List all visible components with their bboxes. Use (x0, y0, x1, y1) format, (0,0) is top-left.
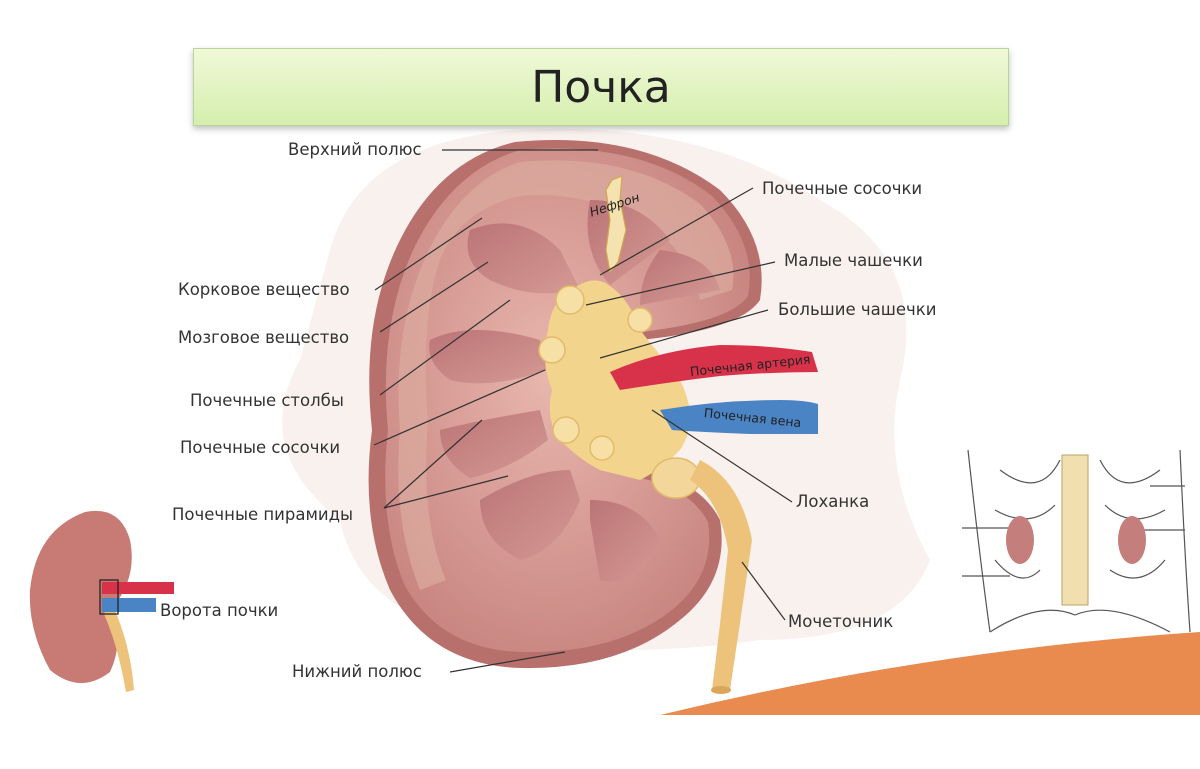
inset-ureter (104, 600, 134, 692)
pyramid-3 (640, 250, 720, 305)
label-renal-papillae-left: Почечные сосочки (180, 438, 341, 457)
label-renal-columns: Почечные столбы (190, 391, 344, 410)
label-ureter: Мочеточник (788, 612, 894, 631)
page-title: Почка (531, 61, 671, 113)
label-cortex: Корковое вещество (178, 280, 350, 299)
orange-accent (660, 632, 1200, 715)
bottom-strip (0, 715, 1200, 769)
label-hilum: Ворота почки (160, 601, 279, 620)
minor-calyx-1 (555, 285, 585, 315)
inset-hilum-box (99, 579, 119, 615)
pyramid-6 (480, 470, 580, 560)
label-renal-pelvis: Лоханка (796, 492, 870, 511)
label-minor-calyces: Малые чашечки (784, 251, 923, 270)
renal-vein-shape (660, 400, 818, 434)
leader-lines (373, 149, 793, 673)
body-kidney-left (1006, 516, 1034, 564)
label-major-calyces: Большие чашечки (778, 300, 937, 319)
inset-artery (102, 582, 174, 594)
label-lower-pole: Нижний полюс (292, 662, 422, 681)
pyramid-1 (467, 223, 580, 294)
inset-vein (102, 598, 156, 612)
label-upper-pole: Верхний полюс (288, 140, 422, 159)
minor-calyx-3 (552, 416, 580, 444)
body-spine (1061, 454, 1089, 606)
pyramid-7 (590, 500, 660, 582)
label-medulla: Мозговое вещество (178, 328, 350, 347)
minor-calyx-5 (627, 307, 653, 333)
minor-calyx-4 (589, 435, 615, 461)
label-renal-papillae-right: Почечные сосочки (762, 179, 923, 198)
renal-artery-shape (610, 345, 818, 390)
minor-calyx-2 (538, 336, 566, 364)
ureter-shape (690, 460, 752, 690)
pyramid-5 (440, 410, 548, 478)
inset-kidney (29, 510, 132, 684)
title-banner: Почка (193, 48, 1009, 126)
cortex-outer-band (398, 160, 734, 591)
label-renal-pyramids: Почечные пирамиды (172, 505, 354, 524)
ureter-end (711, 686, 731, 694)
body-kidney-right (1118, 516, 1146, 564)
pyramid-4 (429, 330, 548, 384)
